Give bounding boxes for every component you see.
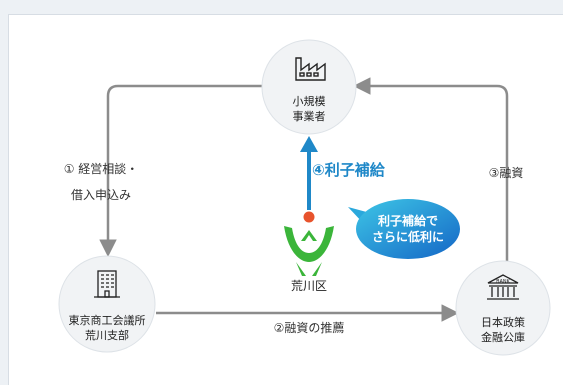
step1-line2: 借入申込み xyxy=(70,188,131,202)
step1-line1: ① 経営相談・ xyxy=(63,162,139,176)
node-chamber-line2: 荒川支部 xyxy=(85,329,129,342)
node-chamber-line1: 東京商工会議所 xyxy=(68,314,146,327)
node-bank-label: 日本政策 金融公庫 xyxy=(463,315,543,345)
node-bank xyxy=(455,260,551,356)
bubble-line2: さらに低利に xyxy=(371,230,444,244)
speech-bubble xyxy=(348,199,460,259)
step3-label: ③融資 xyxy=(488,166,524,180)
node-small-business-line1: 小規模 xyxy=(292,95,326,108)
step1-label: ① 経営相談・ 借入申込み xyxy=(46,160,156,204)
node-chamber xyxy=(58,255,156,353)
node-small-business-label: 小規模 事業者 xyxy=(269,94,349,124)
arakawa-ward-label: 荒川区 xyxy=(290,279,327,293)
node-chamber-label: 東京商工会議所 荒川支部 xyxy=(57,313,157,343)
bank-icon xyxy=(487,274,519,300)
connector-top-to-left xyxy=(99,84,262,257)
step2-label: ②融資の推薦 xyxy=(273,321,345,335)
bubble-text: 利子補給で さらに低利に xyxy=(366,213,450,245)
subsidy-arrowhead xyxy=(300,136,318,152)
office-building-icon xyxy=(94,270,120,298)
node-small-business xyxy=(261,39,357,135)
bank-sign-label: BANK xyxy=(496,279,510,285)
factory-icon xyxy=(295,57,326,81)
node-small-business-line2: 事業者 xyxy=(292,110,326,123)
step4-label: ④利子補給 xyxy=(312,161,385,179)
node-bank-line1: 日本政策 xyxy=(481,316,525,329)
node-bank-line2: 金融公庫 xyxy=(481,331,525,344)
arakawa-logo xyxy=(284,211,334,276)
connector-right-to-top xyxy=(353,77,509,262)
bubble-line1: 利子補給で xyxy=(377,214,438,228)
